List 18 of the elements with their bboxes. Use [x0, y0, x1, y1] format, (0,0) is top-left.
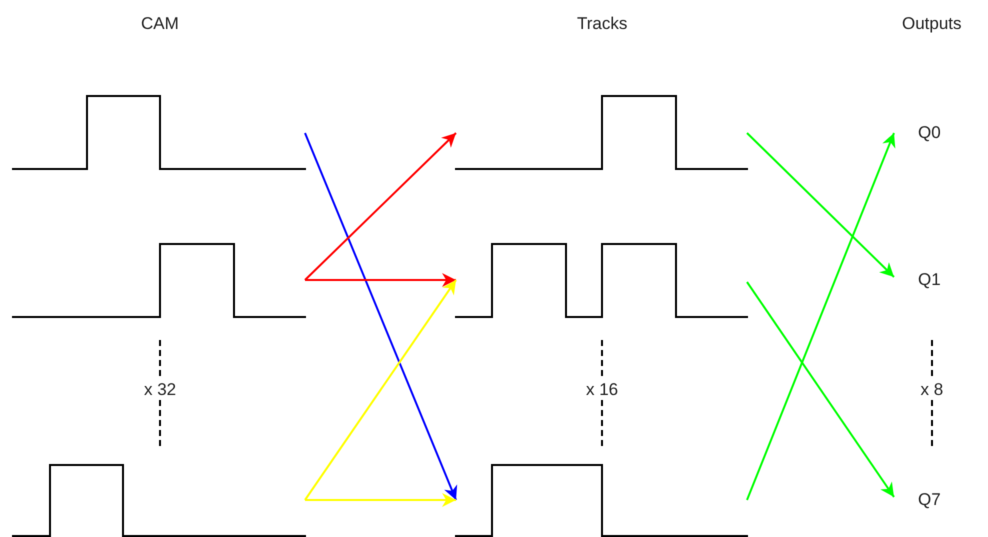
pulse-waveform [12, 243, 306, 319]
arrow [305, 493, 456, 507]
arrow [304, 132, 458, 500]
pulse-waveform [455, 243, 748, 319]
arrow [746, 132, 896, 500]
arrow [746, 132, 895, 278]
arrow [305, 273, 456, 287]
pulse-waveform [12, 464, 306, 537]
output-label: Q0 [893, 122, 953, 144]
output-label: Q7 [893, 489, 953, 511]
pulse-waveform [12, 95, 306, 171]
arrow [304, 132, 457, 281]
arrow [304, 279, 457, 501]
pulse-waveform [455, 464, 748, 537]
column-heading: Outputs [902, 14, 962, 34]
output-label: Q1 [893, 269, 953, 291]
arrow [746, 281, 895, 498]
pulse-waveform [455, 95, 748, 171]
